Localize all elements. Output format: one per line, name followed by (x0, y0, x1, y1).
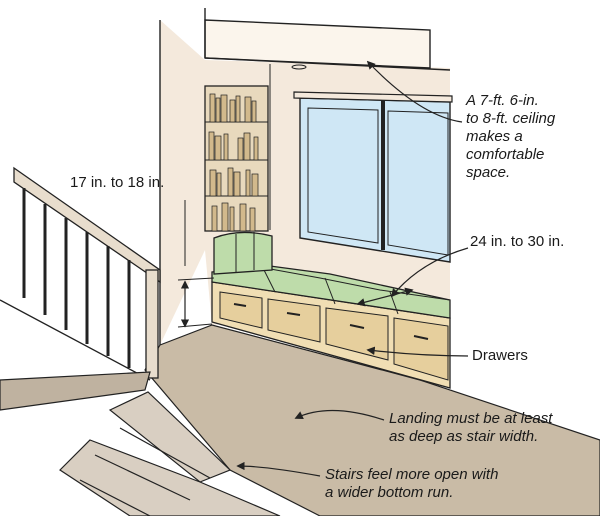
ceiling-leader (366, 60, 463, 123)
landing-leader (294, 409, 385, 421)
leader-arrows (236, 60, 469, 477)
stairs (0, 371, 281, 516)
seat-height-dimension (177, 200, 215, 328)
drawers-leader (366, 346, 469, 357)
seat-height-label: 17 in. to 18 in. (70, 174, 165, 191)
stairs-leader (236, 461, 321, 477)
window (293, 91, 453, 263)
landing-floor (144, 324, 600, 516)
ceiling-soffit (204, 19, 431, 69)
stair-railing (0, 166, 161, 381)
recessed-light (291, 64, 307, 70)
stairs-note: Stairs feel more open with a wider botto… (325, 466, 499, 501)
seat-depth-dimension (356, 287, 414, 307)
landing-depth-note: Landing must be at least as deep as stai… (389, 410, 553, 445)
left-wall (160, 20, 205, 345)
seat-depth-label: 24 in. to 30 in. (470, 233, 565, 250)
drawers-label: Drawers (472, 347, 528, 364)
ceiling-height-note: A 7-ft. 6-in. to 8-ft. ceiling makes a c… (466, 92, 556, 181)
seat-depth-leader (390, 247, 469, 298)
bookshelf (204, 85, 269, 232)
